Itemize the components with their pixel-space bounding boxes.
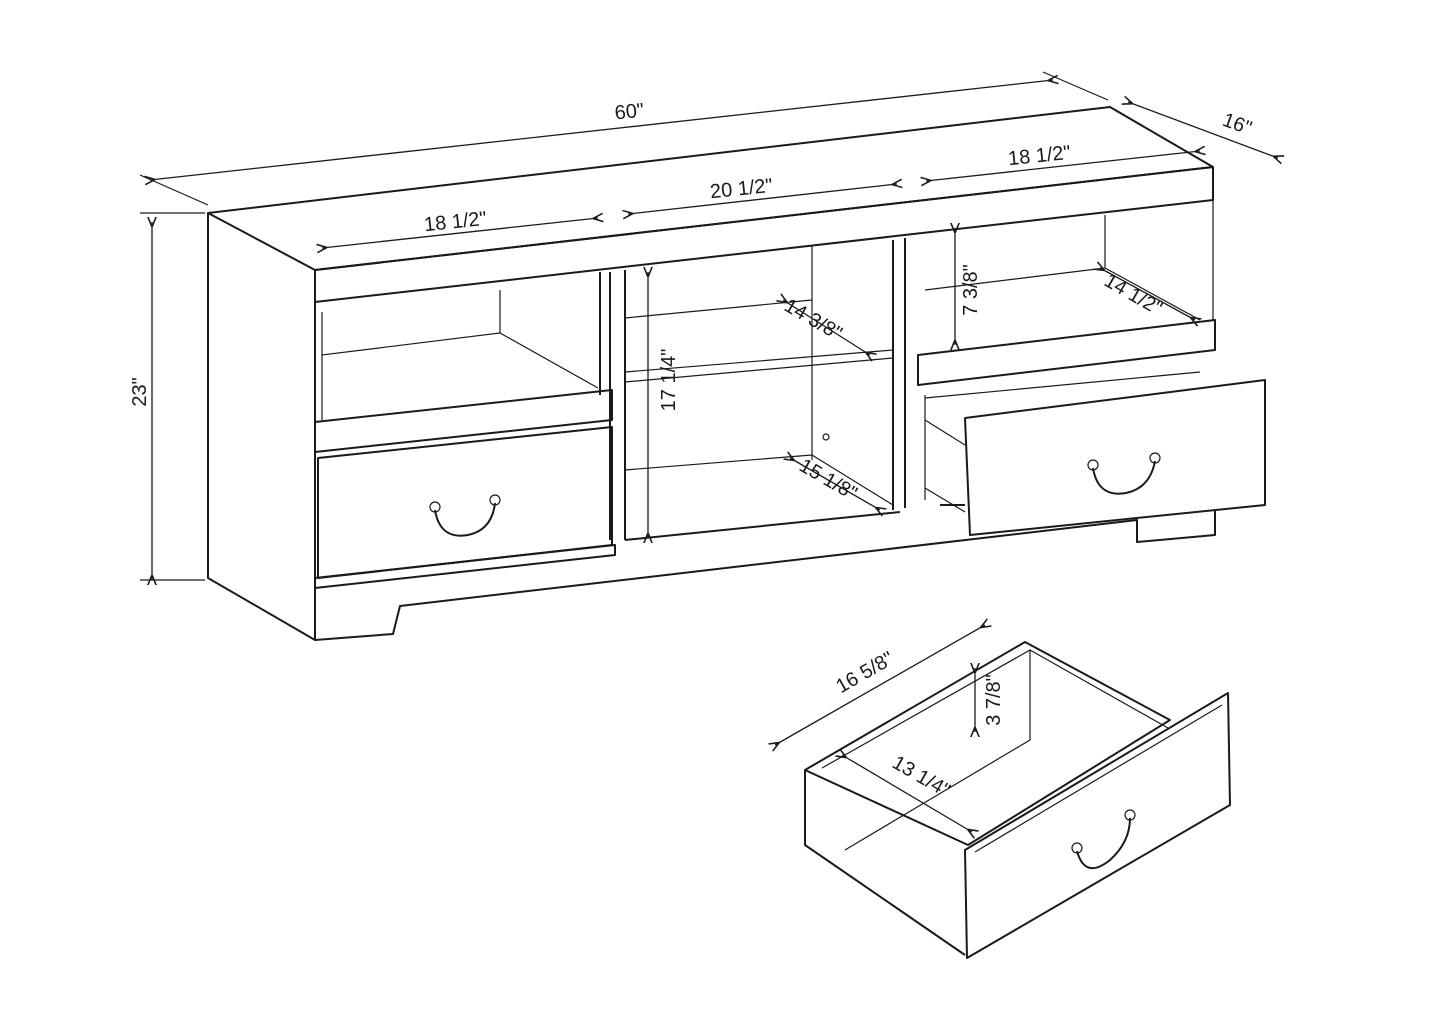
drawer-handle-icon (1071, 809, 1136, 870)
right-open-depth-label: 14 1/2" (1100, 270, 1165, 320)
drawer-handle-icon (1087, 452, 1161, 495)
drawer-detail (804, 641, 1231, 959)
drawer-height-label: 3 7/8" (983, 674, 1005, 726)
overall-depth-label: 16" (1219, 109, 1254, 140)
center-bottom-depth-label: 15 1/8" (795, 455, 860, 505)
drawer-inner-width-label: 13 1/4" (888, 752, 953, 802)
left-section-width-label: 18 1/2" (423, 208, 488, 236)
cabinet (207, 106, 1266, 641)
drawer-depth-label: 16 5/8" (832, 648, 897, 698)
dimension-lines (139, 71, 1278, 832)
drawer-handle-icon (429, 494, 501, 537)
center-height-label: 17 1/4" (658, 349, 680, 412)
overall-height-label: 23" (129, 377, 151, 406)
right-open-height-label: 7 3/8" (960, 264, 982, 316)
center-shelf-depth-label: 14 3/8" (780, 295, 845, 345)
overall-width-label: 60" (614, 100, 645, 125)
